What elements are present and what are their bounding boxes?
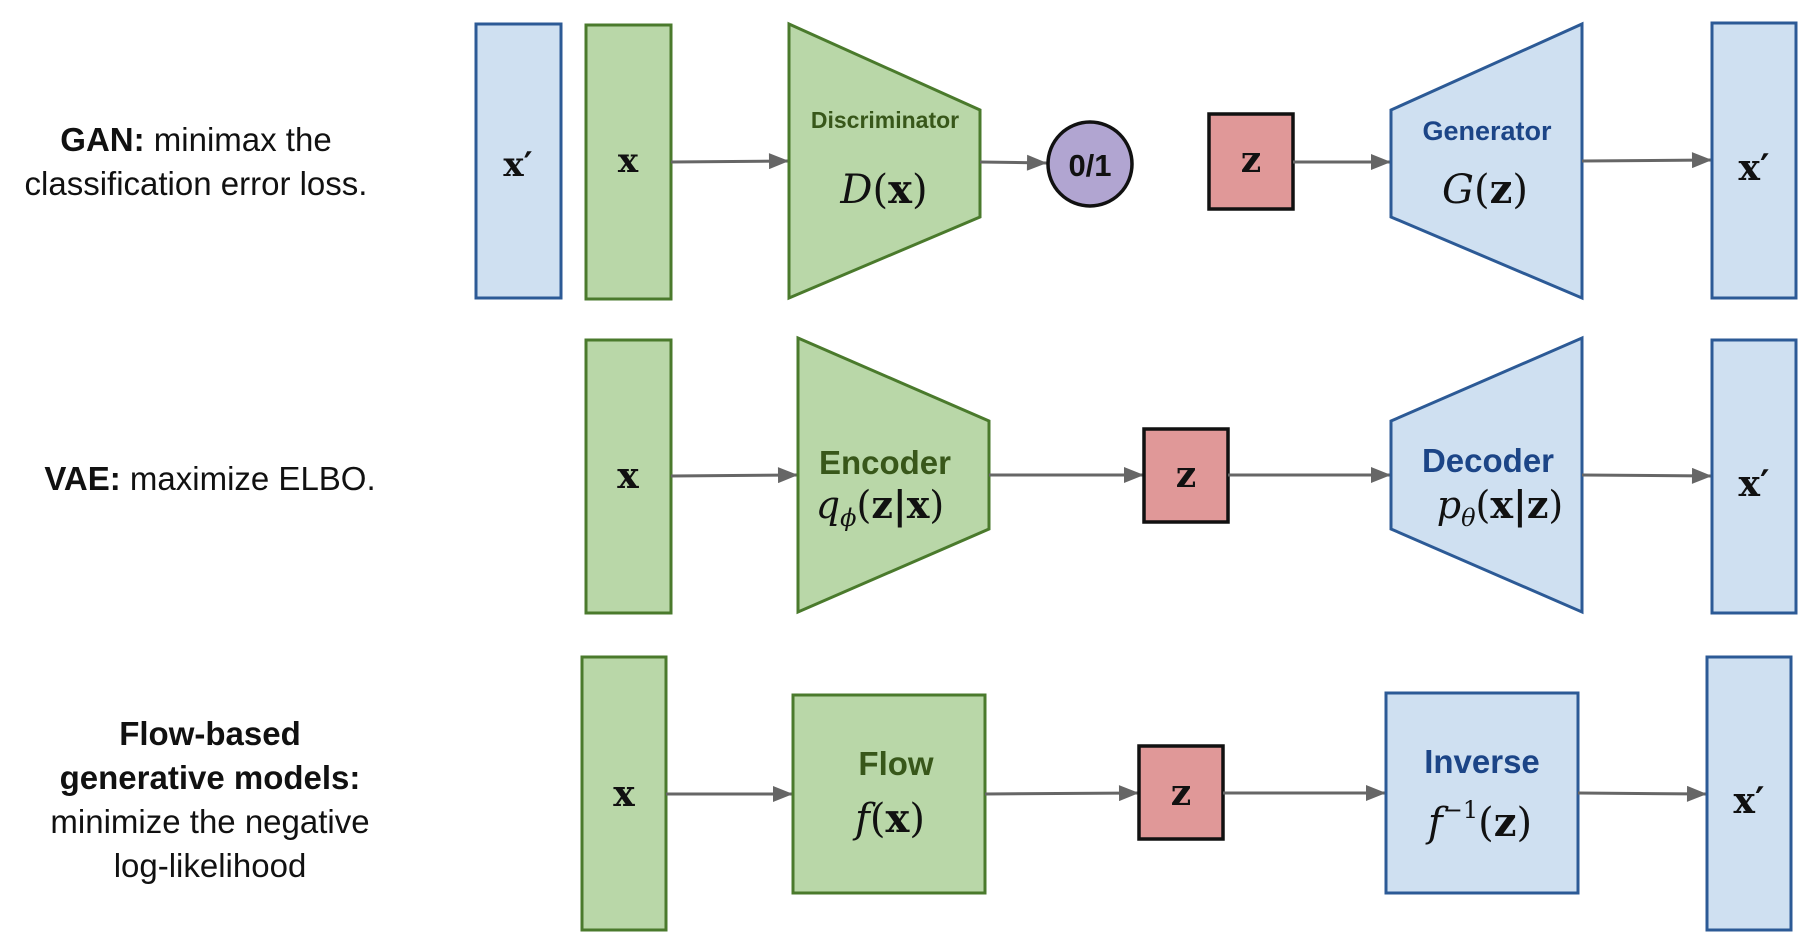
vae-input-label: x [617,455,639,497]
gan-real-sample-label: x′ [503,145,532,185]
flow-label-line2: generative models: [59,759,361,796]
flow-latent-label: z [1171,772,1191,814]
encoder-title: Encoder [819,444,951,481]
gan-label-line2: classification error loss. [24,165,368,202]
generator-function: G(z) [1442,166,1528,213]
flow-label-line3: minimize the negative [50,803,370,840]
flow-output-label: x′ [1734,780,1765,822]
flow-function-expression: f(x) [852,795,925,842]
flow-row: x Flow f(x) z Inverse f−1(z) x′ [580,655,1793,932]
flow-label-line4: log-likelihood [113,847,307,884]
flow-label: Flow-based generative models: minimize t… [0,712,420,888]
gan-row: x′ x Discriminator D(x) 0/1 z Generator … [474,21,1798,301]
gan-output-label: x′ [1739,147,1770,189]
gan-label-rest: minimax the [144,121,332,158]
flow-function-title: Flow [858,745,933,782]
generator-shape [1389,21,1584,301]
gan-latent-label: z [1241,139,1261,181]
encoder-function: qϕ(z|x) [816,482,944,532]
gan-arrow-discriminator-to-output [979,154,1048,171]
discriminator-output-label: 0/1 [1068,148,1111,183]
decoder-title: Decoder [1422,442,1554,479]
gan-real-sample-box [474,22,563,300]
discriminator-title: Discriminator [811,107,959,133]
discriminator-output-node [1046,120,1134,208]
generator-title: Generator [1422,116,1552,146]
gan-arrow-input-to-discriminator [670,153,790,170]
vae-label-bold: VAE: [44,460,121,497]
vae-arrow-input-to-encoder [670,467,799,484]
flow-input-box [580,655,668,932]
vae-row: x Encoder qϕ(z|x) z Decoder pθ(x|z) x′ [584,335,1798,615]
vae-output-box [1710,338,1798,615]
encoder-shape [796,335,991,615]
gan-label: GAN: minimax the classification error lo… [0,118,392,206]
discriminator-shape [787,21,982,301]
flow-arrow-flow-to-latent [984,785,1140,802]
gan-input-label: x [618,141,639,181]
vae-arrow-decoder-to-output [1581,467,1713,484]
discriminator-function: D(x) [839,166,927,213]
gan-output-box [1710,21,1798,300]
flow-label-line1: Flow-based [119,715,301,752]
flow-latent-box [1137,744,1225,841]
vae-label-rest: maximize ELBO. [120,460,376,497]
inverse-function-box [1384,691,1580,895]
flow-function-box [791,693,987,895]
flow-output-box [1705,655,1793,932]
vae-input-box [584,338,673,615]
gan-label-bold: GAN: [60,121,145,158]
flow-arrow-inverse-to-output [1577,785,1708,802]
inverse-function-expression: f−1(z) [1425,796,1532,846]
gan-arrow-generator-to-output [1581,152,1713,169]
vae-label: VAE: maximize ELBO. [0,457,420,501]
inverse-function-title: Inverse [1424,743,1540,780]
vae-latent-box [1142,427,1230,524]
decoder-function: pθ(x|z) [1437,482,1564,532]
vae-output-label: x′ [1739,463,1770,505]
vae-latent-label: z [1176,454,1196,496]
flow-input-label: x [613,773,635,815]
decoder-shape [1389,335,1584,615]
